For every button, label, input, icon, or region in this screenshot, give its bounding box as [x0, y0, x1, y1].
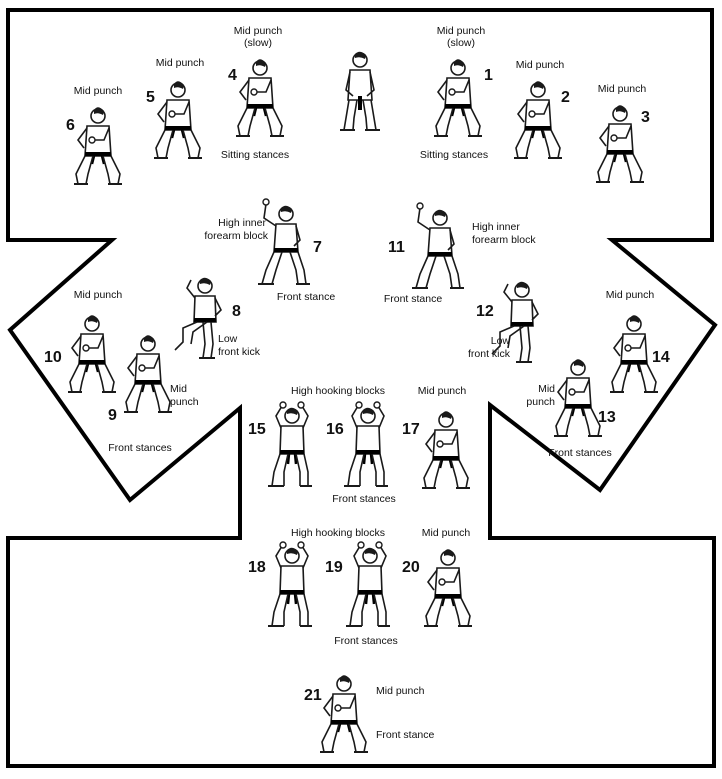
- move-2-figure-icon: [514, 81, 562, 158]
- label-midpunch-6: Mid punch: [74, 85, 123, 97]
- move-number-10: 10: [44, 349, 62, 366]
- move-19-figure-icon: [346, 542, 390, 626]
- move-6-figure-icon: [74, 107, 122, 184]
- label-kick-12-1: Low: [491, 335, 511, 347]
- label-mid-punch-13-2: punch: [526, 396, 555, 408]
- label-mid-punch-9-2: punch: [170, 396, 199, 408]
- move-number-7: 7: [313, 239, 322, 256]
- label-block-11-2: forearm block: [472, 234, 536, 246]
- move-number-17: 17: [402, 421, 420, 438]
- move-number-4: 4: [228, 67, 237, 84]
- label-midpunch-slow-right-2: (slow): [447, 37, 475, 49]
- label-sitting-stances-right: Sitting stances: [420, 149, 488, 161]
- label-block-7-1: High inner: [218, 217, 266, 229]
- move-1-figure-icon: [434, 59, 482, 136]
- move-15-figure-icon: [268, 402, 312, 486]
- label-midpunch-slow-right-1: Mid punch: [437, 25, 486, 37]
- move-number-12: 12: [476, 303, 494, 320]
- move-number-9: 9: [108, 407, 117, 424]
- label-front-stances-9-10: Front stances: [108, 442, 172, 454]
- move-number-8: 8: [232, 303, 241, 320]
- label-block-11-1: High inner: [472, 221, 520, 233]
- move-16-figure-icon: [344, 402, 388, 486]
- label-midpunch-3: Mid punch: [598, 83, 647, 95]
- move-17-figure-icon: [422, 411, 470, 488]
- move-number-3: 3: [641, 109, 650, 126]
- label-mid-punch-13-1: Mid: [538, 383, 555, 395]
- label-hooking-18-19: High hooking blocks: [291, 527, 385, 539]
- move-10-figure-icon: [68, 315, 116, 392]
- label-kick-8-2: front kick: [218, 346, 261, 358]
- label-kick-12-2: front kick: [468, 348, 511, 360]
- move-number-21: 21: [304, 687, 322, 704]
- move-number-13: 13: [598, 409, 616, 426]
- move-8-figure-icon: [175, 278, 221, 358]
- label-front-stances-18-20: Front stances: [334, 635, 398, 647]
- start-figure-icon: [340, 52, 380, 130]
- move-21-figure-icon: [320, 675, 368, 752]
- move-14-figure-icon: [610, 315, 658, 392]
- move-number-11: 11: [388, 239, 405, 256]
- label-block-7-2: forearm block: [204, 230, 268, 242]
- label-front-stance-21: Front stance: [376, 729, 435, 741]
- move-number-19: 19: [325, 559, 343, 576]
- label-midpunch-17: Mid punch: [418, 385, 467, 397]
- label-front-stance-11: Front stance: [384, 293, 443, 305]
- move-13-figure-icon: [554, 359, 602, 436]
- label-front-stances-15-17: Front stances: [332, 493, 396, 505]
- move-number-18: 18: [248, 559, 266, 576]
- label-midpunch-21: Mid punch: [376, 685, 425, 697]
- move-number-5: 5: [146, 89, 155, 106]
- move-4-figure-icon: [236, 59, 284, 136]
- move-11-figure-icon: [412, 203, 464, 288]
- move-3-figure-icon: [596, 105, 644, 182]
- move-number-20: 20: [402, 559, 420, 576]
- move-number-2: 2: [561, 89, 570, 106]
- move-18-figure-icon: [268, 542, 312, 626]
- label-midpunch-10: Mid punch: [74, 289, 123, 301]
- label-midpunch-14: Mid punch: [606, 289, 655, 301]
- move-5-figure-icon: [154, 81, 202, 158]
- move-20-figure-icon: [424, 549, 472, 626]
- move-9-figure-icon: [124, 335, 172, 412]
- label-midpunch-20: Mid punch: [422, 527, 471, 539]
- label-front-stance-7: Front stance: [277, 291, 336, 303]
- move-number-1: 1: [484, 67, 493, 84]
- move-number-14: 14: [652, 349, 670, 366]
- move-number-6: 6: [66, 117, 75, 134]
- move-number-15: 15: [248, 421, 266, 438]
- label-mid-punch-9-1: Mid: [170, 383, 187, 395]
- label-kick-8-1: Low: [218, 333, 238, 345]
- label-sitting-stances-left: Sitting stances: [221, 149, 289, 161]
- move-number-16: 16: [326, 421, 344, 438]
- label-midpunch-5: Mid punch: [156, 57, 205, 69]
- label-midpunch-slow-left-2: (slow): [244, 37, 272, 49]
- label-hooking-15-16: High hooking blocks: [291, 385, 385, 397]
- label-midpunch-slow-left-1: Mid punch: [234, 25, 283, 37]
- label-midpunch-2: Mid punch: [516, 59, 565, 71]
- label-front-stances-13-14: Front stances: [548, 447, 612, 459]
